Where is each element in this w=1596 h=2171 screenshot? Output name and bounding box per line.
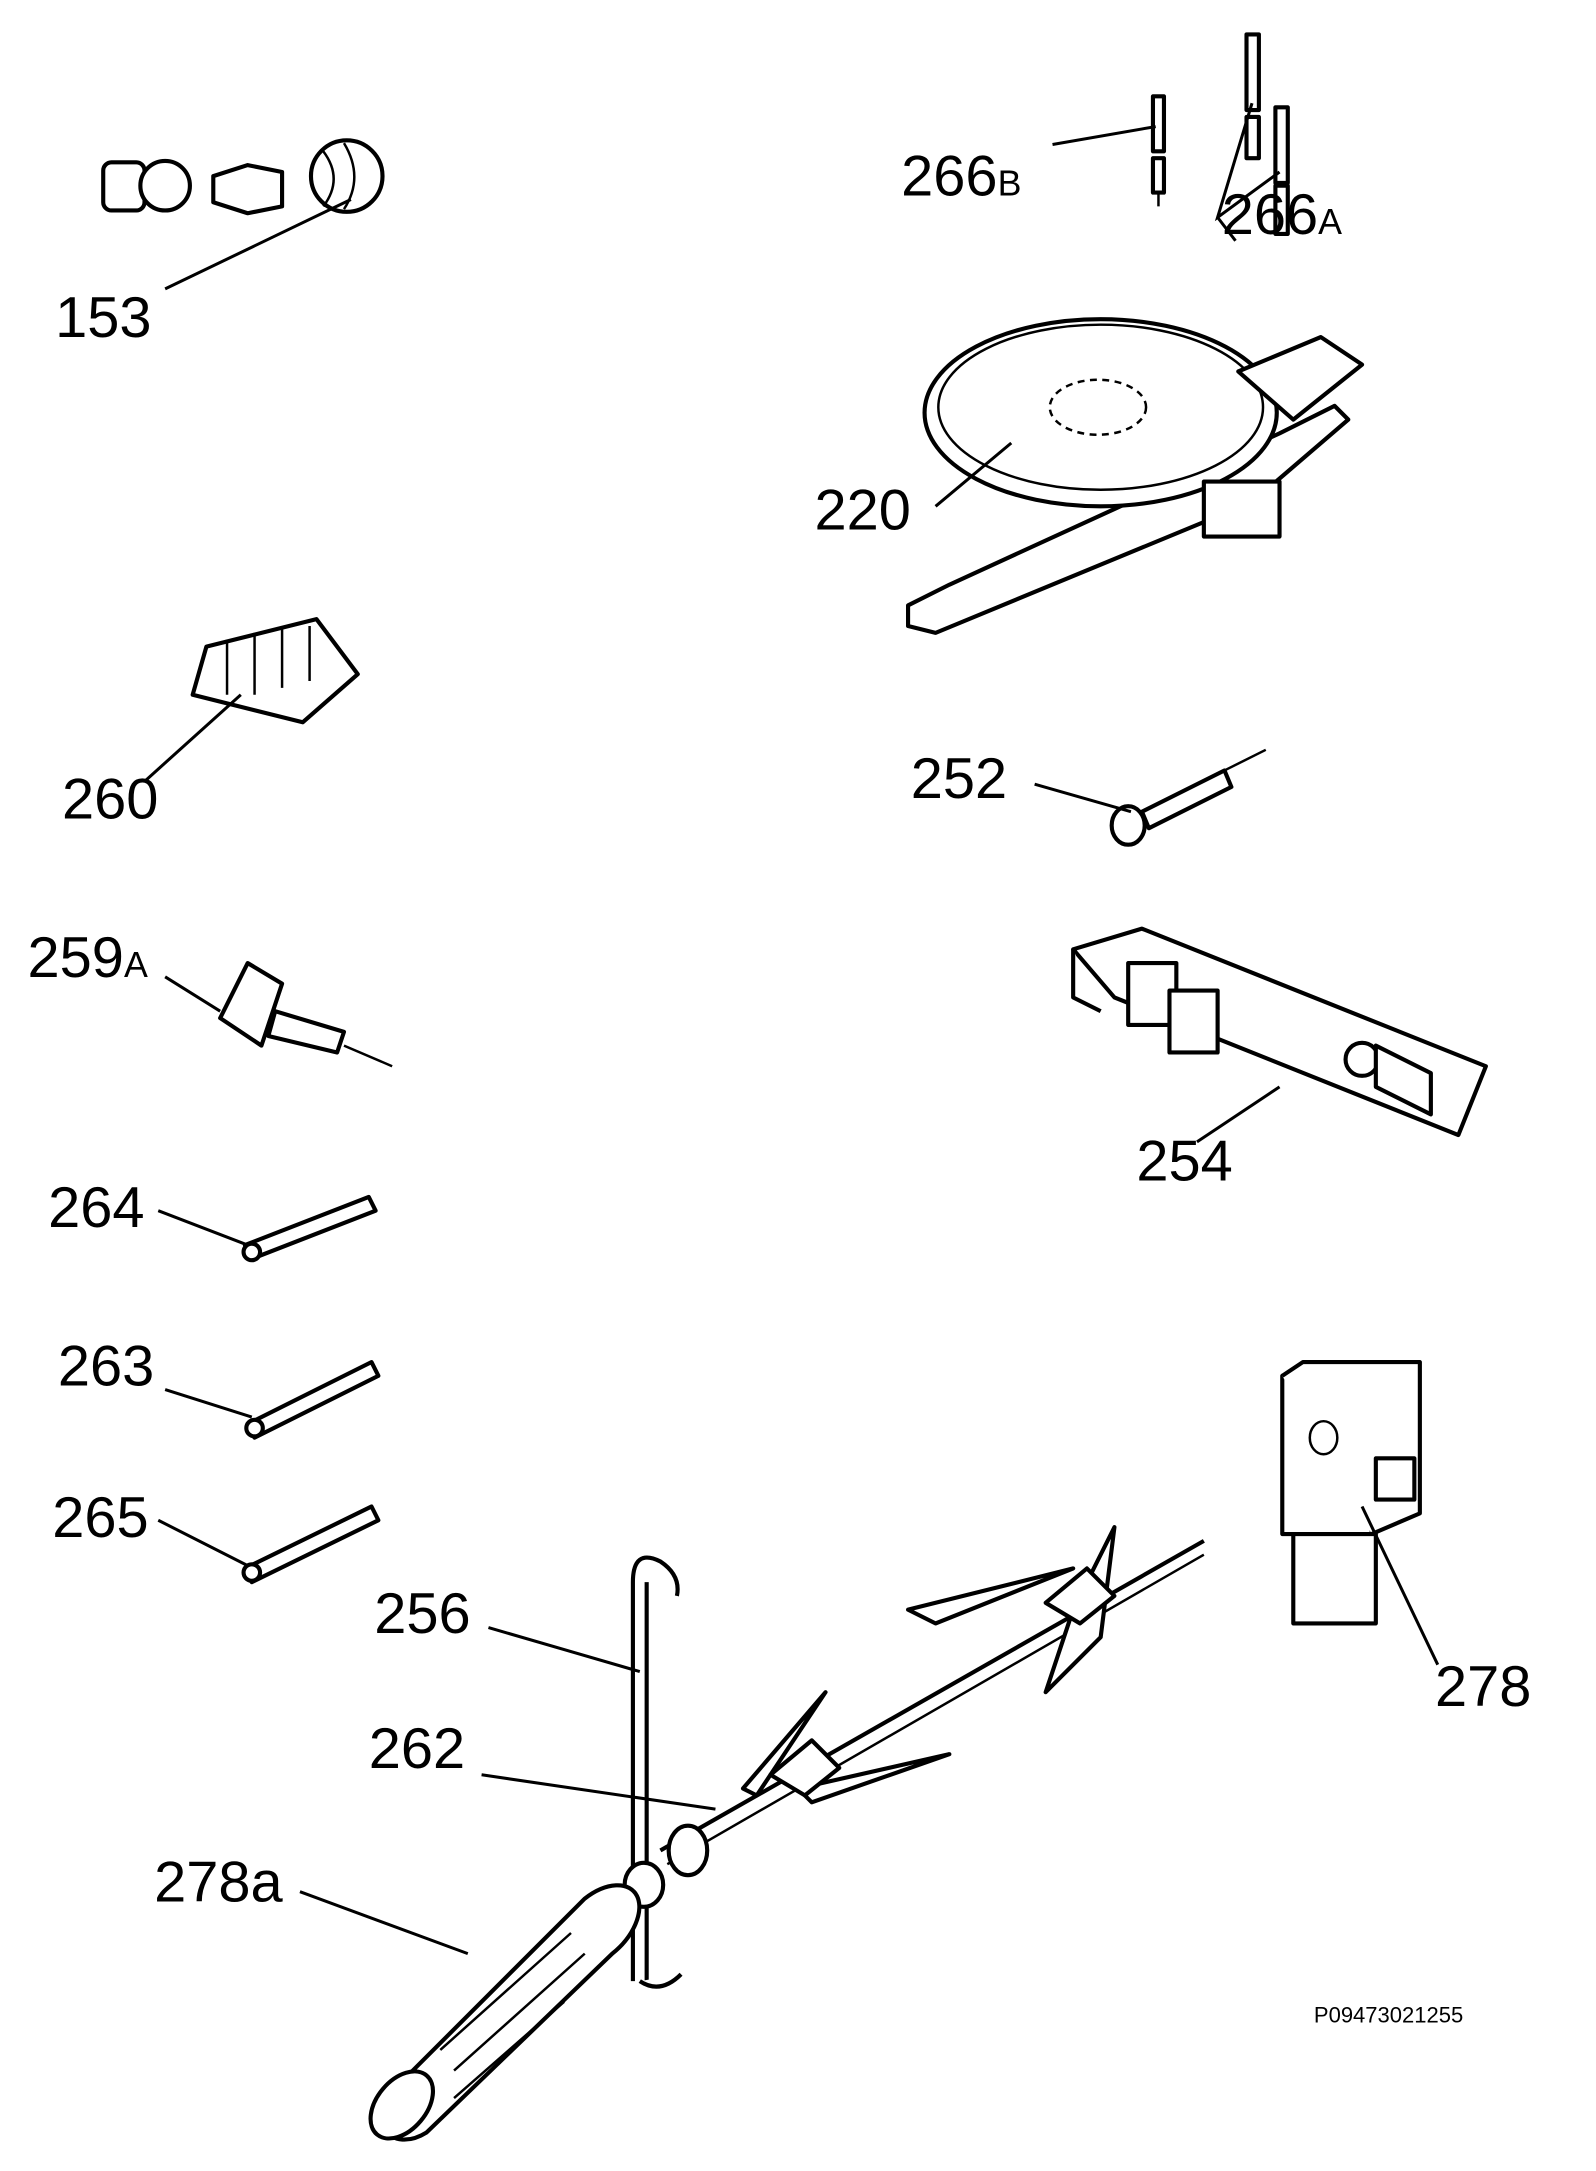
- part-278a-handle: [368, 1883, 642, 2142]
- callout-153: 153: [55, 286, 151, 350]
- callout-266a: 266A: [1222, 183, 1342, 247]
- drawing-code: P09473021255: [1314, 2002, 1463, 2027]
- callout-262: 262: [369, 1717, 465, 1781]
- part-256-module: [1280, 1359, 1422, 1626]
- part-220-hotplate: [905, 317, 1365, 635]
- part-263-connector: [244, 1359, 381, 1440]
- part-264-connector: [241, 1194, 378, 1263]
- callout-266b: 266B: [901, 144, 1021, 208]
- part-259a-regulator: [218, 960, 393, 1068]
- part-254-switch-block: [1071, 926, 1488, 1138]
- callout-254: 254: [1136, 1129, 1232, 1193]
- callout-278: 256: [374, 1582, 470, 1646]
- callout-278a: 278a: [154, 1850, 283, 1914]
- callout-256: 278: [1435, 1655, 1531, 1719]
- callout-265: 265: [52, 1486, 148, 1550]
- part-262-spit: [622, 1525, 1205, 1909]
- callout-252: 252: [911, 747, 1007, 811]
- part-265-connector: [241, 1504, 381, 1585]
- part-252-lamp: [1109, 748, 1267, 847]
- callout-263: 263: [58, 1334, 154, 1398]
- callout-260: 260: [62, 768, 158, 832]
- callout-259a: 259A: [28, 926, 148, 990]
- part-260-switch: [190, 617, 360, 725]
- callout-220: 220: [815, 479, 911, 543]
- part-278-support-rod: [630, 1555, 683, 1989]
- callout-264: 264: [48, 1176, 144, 1240]
- part-153-knob: [101, 138, 385, 216]
- part-266-pins: [1150, 32, 1290, 236]
